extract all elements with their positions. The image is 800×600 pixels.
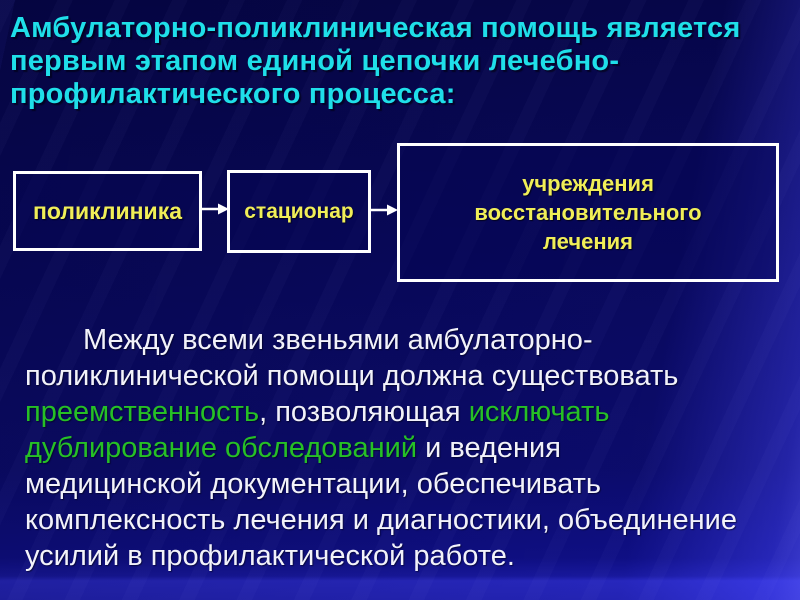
text-segment: медицинской документации, обеспечивать xyxy=(25,468,601,500)
text-segment: исключать xyxy=(468,396,610,428)
text-segment: и ведения xyxy=(417,432,561,464)
rehab-box: учреждения восстановительного лечения xyxy=(397,143,779,282)
text-segment: преемственность xyxy=(25,396,260,428)
rehab-box-label-line-2: восстановительного xyxy=(474,200,702,225)
text-segment: дублирование обследований xyxy=(25,432,418,464)
title-line-2: первым этапом единой цепочки лечебно- xyxy=(10,45,620,77)
text-segment: комплексность лечения и диагностики, объ… xyxy=(25,504,737,536)
title-line-3: профилактического процесса: xyxy=(10,78,456,110)
hospital-box-label: стационар xyxy=(244,199,354,223)
paragraph-line: комплексность лечения и диагностики, объ… xyxy=(25,502,787,538)
paragraph-line: поликлинической помощи должна существова… xyxy=(25,358,787,394)
polyclinic-box: поликлиника xyxy=(13,171,202,251)
paragraph-line: дублирование обследований и ведения xyxy=(25,430,787,466)
text-segment: усилий в профилактической работе. xyxy=(25,540,515,572)
rehab-box-label-line-1: учреждения xyxy=(522,171,654,196)
text-segment: Между всеми звеньями амбулаторно- xyxy=(83,324,593,356)
paragraph-line: Между всеми звеньями амбулаторно- xyxy=(25,322,787,358)
paragraph-line: преемственность, позволяющая исключать xyxy=(25,394,787,430)
paragraph-line: усилий в профилактической работе. xyxy=(25,538,787,574)
hospital-box: стационар xyxy=(227,170,371,253)
body-paragraph: Между всеми звеньями амбулаторно-поликли… xyxy=(25,322,787,574)
paragraph-line: медицинской документации, обеспечивать xyxy=(25,466,787,502)
text-segment: поликлинической помощи должна существова… xyxy=(25,360,679,392)
arrow-right-icon xyxy=(369,204,398,216)
arrow-right-icon xyxy=(200,203,229,215)
title-line-1: Амбулаторно-поликлиническая помощь являе… xyxy=(10,12,741,44)
polyclinic-box-label: поликлиника xyxy=(33,197,182,224)
text-segment: , позволяющая xyxy=(259,396,469,428)
rehab-box-label-line-3: лечения xyxy=(542,229,634,254)
slide-title: Амбулаторно-поликлиническая помощь являе… xyxy=(10,12,792,111)
